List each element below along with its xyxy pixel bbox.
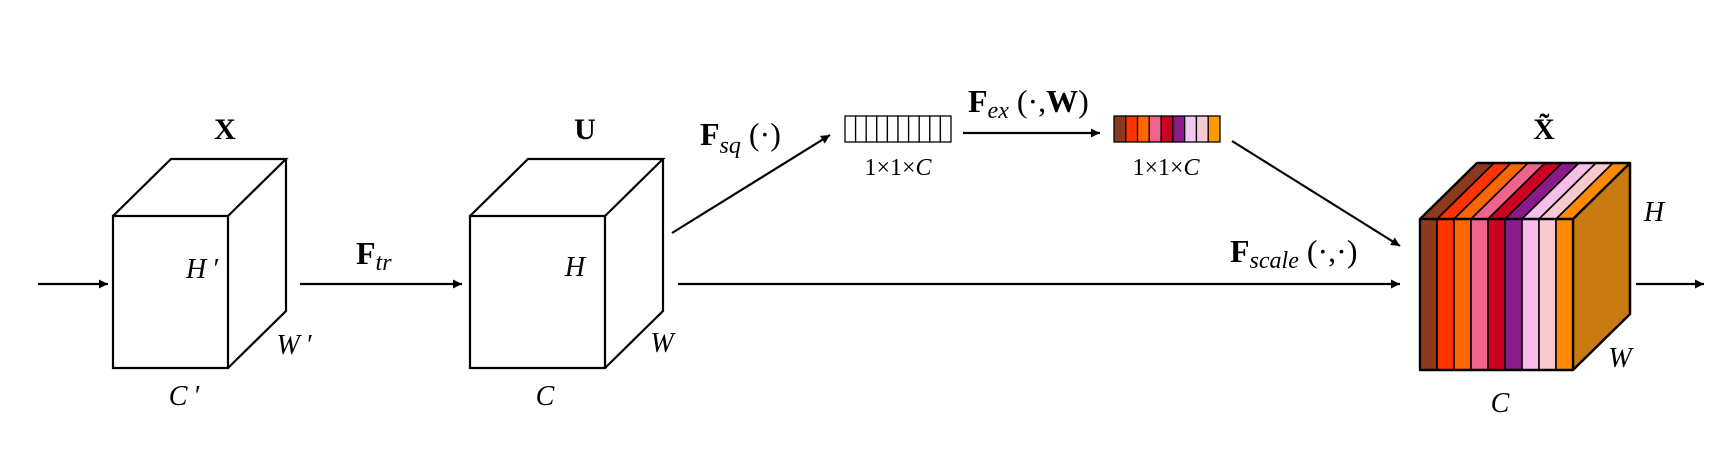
excitation-vector-cell bbox=[1113, 115, 1127, 143]
squeeze-vector-cell bbox=[886, 115, 899, 143]
excitation-vector-cell bbox=[1160, 115, 1174, 143]
input-channels-label: C ′ bbox=[169, 381, 200, 412]
excitation-vector-cell bbox=[1136, 115, 1150, 143]
squeeze-vector-cell bbox=[897, 115, 910, 143]
output-slice-front bbox=[1436, 218, 1455, 371]
squeeze-vector-cell bbox=[854, 115, 867, 143]
output-slice-front bbox=[1453, 218, 1472, 371]
squeeze-vector-cell bbox=[876, 115, 889, 143]
output-slice-front bbox=[1419, 218, 1438, 371]
input-cube-top-face bbox=[112, 157, 289, 217]
u-width-label: W bbox=[650, 328, 676, 359]
u-cube-side-face bbox=[604, 159, 665, 369]
u-cube-front-face bbox=[468, 214, 607, 370]
scale-label: Fscale (·,·) bbox=[1230, 233, 1357, 274]
input-width-label: W ′ bbox=[276, 330, 312, 361]
output-slice-front bbox=[1538, 218, 1557, 371]
u-height-label: H bbox=[564, 252, 587, 283]
squeeze-vector bbox=[844, 115, 952, 143]
u-channels-label: C bbox=[536, 381, 555, 412]
output-tensor-label: X̃ bbox=[1533, 113, 1555, 146]
output-slice-front bbox=[1504, 218, 1523, 371]
squeeze-label: Fsq (·) bbox=[700, 116, 781, 159]
output-cube-outline bbox=[1418, 161, 1632, 372]
input-tensor-label: X bbox=[214, 113, 236, 146]
feature-map-cube bbox=[468, 157, 666, 370]
excitation-vector-cell bbox=[1195, 115, 1209, 143]
output-channels-label: C bbox=[1491, 388, 1510, 419]
excitation-to-scale-arrow bbox=[1231, 140, 1401, 247]
transform-label: Ftr bbox=[356, 235, 392, 276]
output-slice-front bbox=[1521, 218, 1540, 371]
u-cube-top-face bbox=[469, 157, 666, 217]
excitation-vector-cell bbox=[1172, 115, 1186, 143]
output-tensor-cube bbox=[1418, 161, 1632, 372]
input-cube-side-face bbox=[227, 159, 288, 369]
squeeze-vector-cell bbox=[929, 115, 942, 143]
excitation-vector-cell bbox=[1125, 115, 1139, 143]
squeeze-vector-cell bbox=[918, 115, 931, 143]
feature-map-label: U bbox=[574, 113, 596, 146]
squeeze-vector-dims: 1×1×C bbox=[864, 155, 932, 181]
excitation-vector-cell bbox=[1207, 115, 1221, 143]
squeeze-arrow bbox=[671, 134, 831, 234]
output-width-label: W bbox=[1608, 343, 1634, 374]
input-height-label: H ′ bbox=[185, 254, 219, 285]
squeeze-vector-cell bbox=[907, 115, 920, 143]
squeeze-vector-cell bbox=[844, 115, 857, 143]
output-height-label: H bbox=[1643, 197, 1666, 228]
excitation-vector-cell bbox=[1148, 115, 1162, 143]
excitation-vector-dims: 1×1×C bbox=[1132, 155, 1200, 181]
input-cube-front-face bbox=[111, 214, 230, 370]
excitation-label: Fex (·,W) bbox=[968, 83, 1089, 124]
output-slice-front bbox=[1470, 218, 1489, 371]
output-slice-front bbox=[1487, 218, 1506, 371]
excitation-vector bbox=[1113, 115, 1221, 143]
excitation-vector-cell bbox=[1184, 115, 1198, 143]
squeeze-vector-cell bbox=[865, 115, 878, 143]
squeeze-vector-cell bbox=[939, 115, 952, 143]
output-slice-front bbox=[1555, 218, 1574, 371]
input-tensor-cube bbox=[111, 157, 289, 370]
